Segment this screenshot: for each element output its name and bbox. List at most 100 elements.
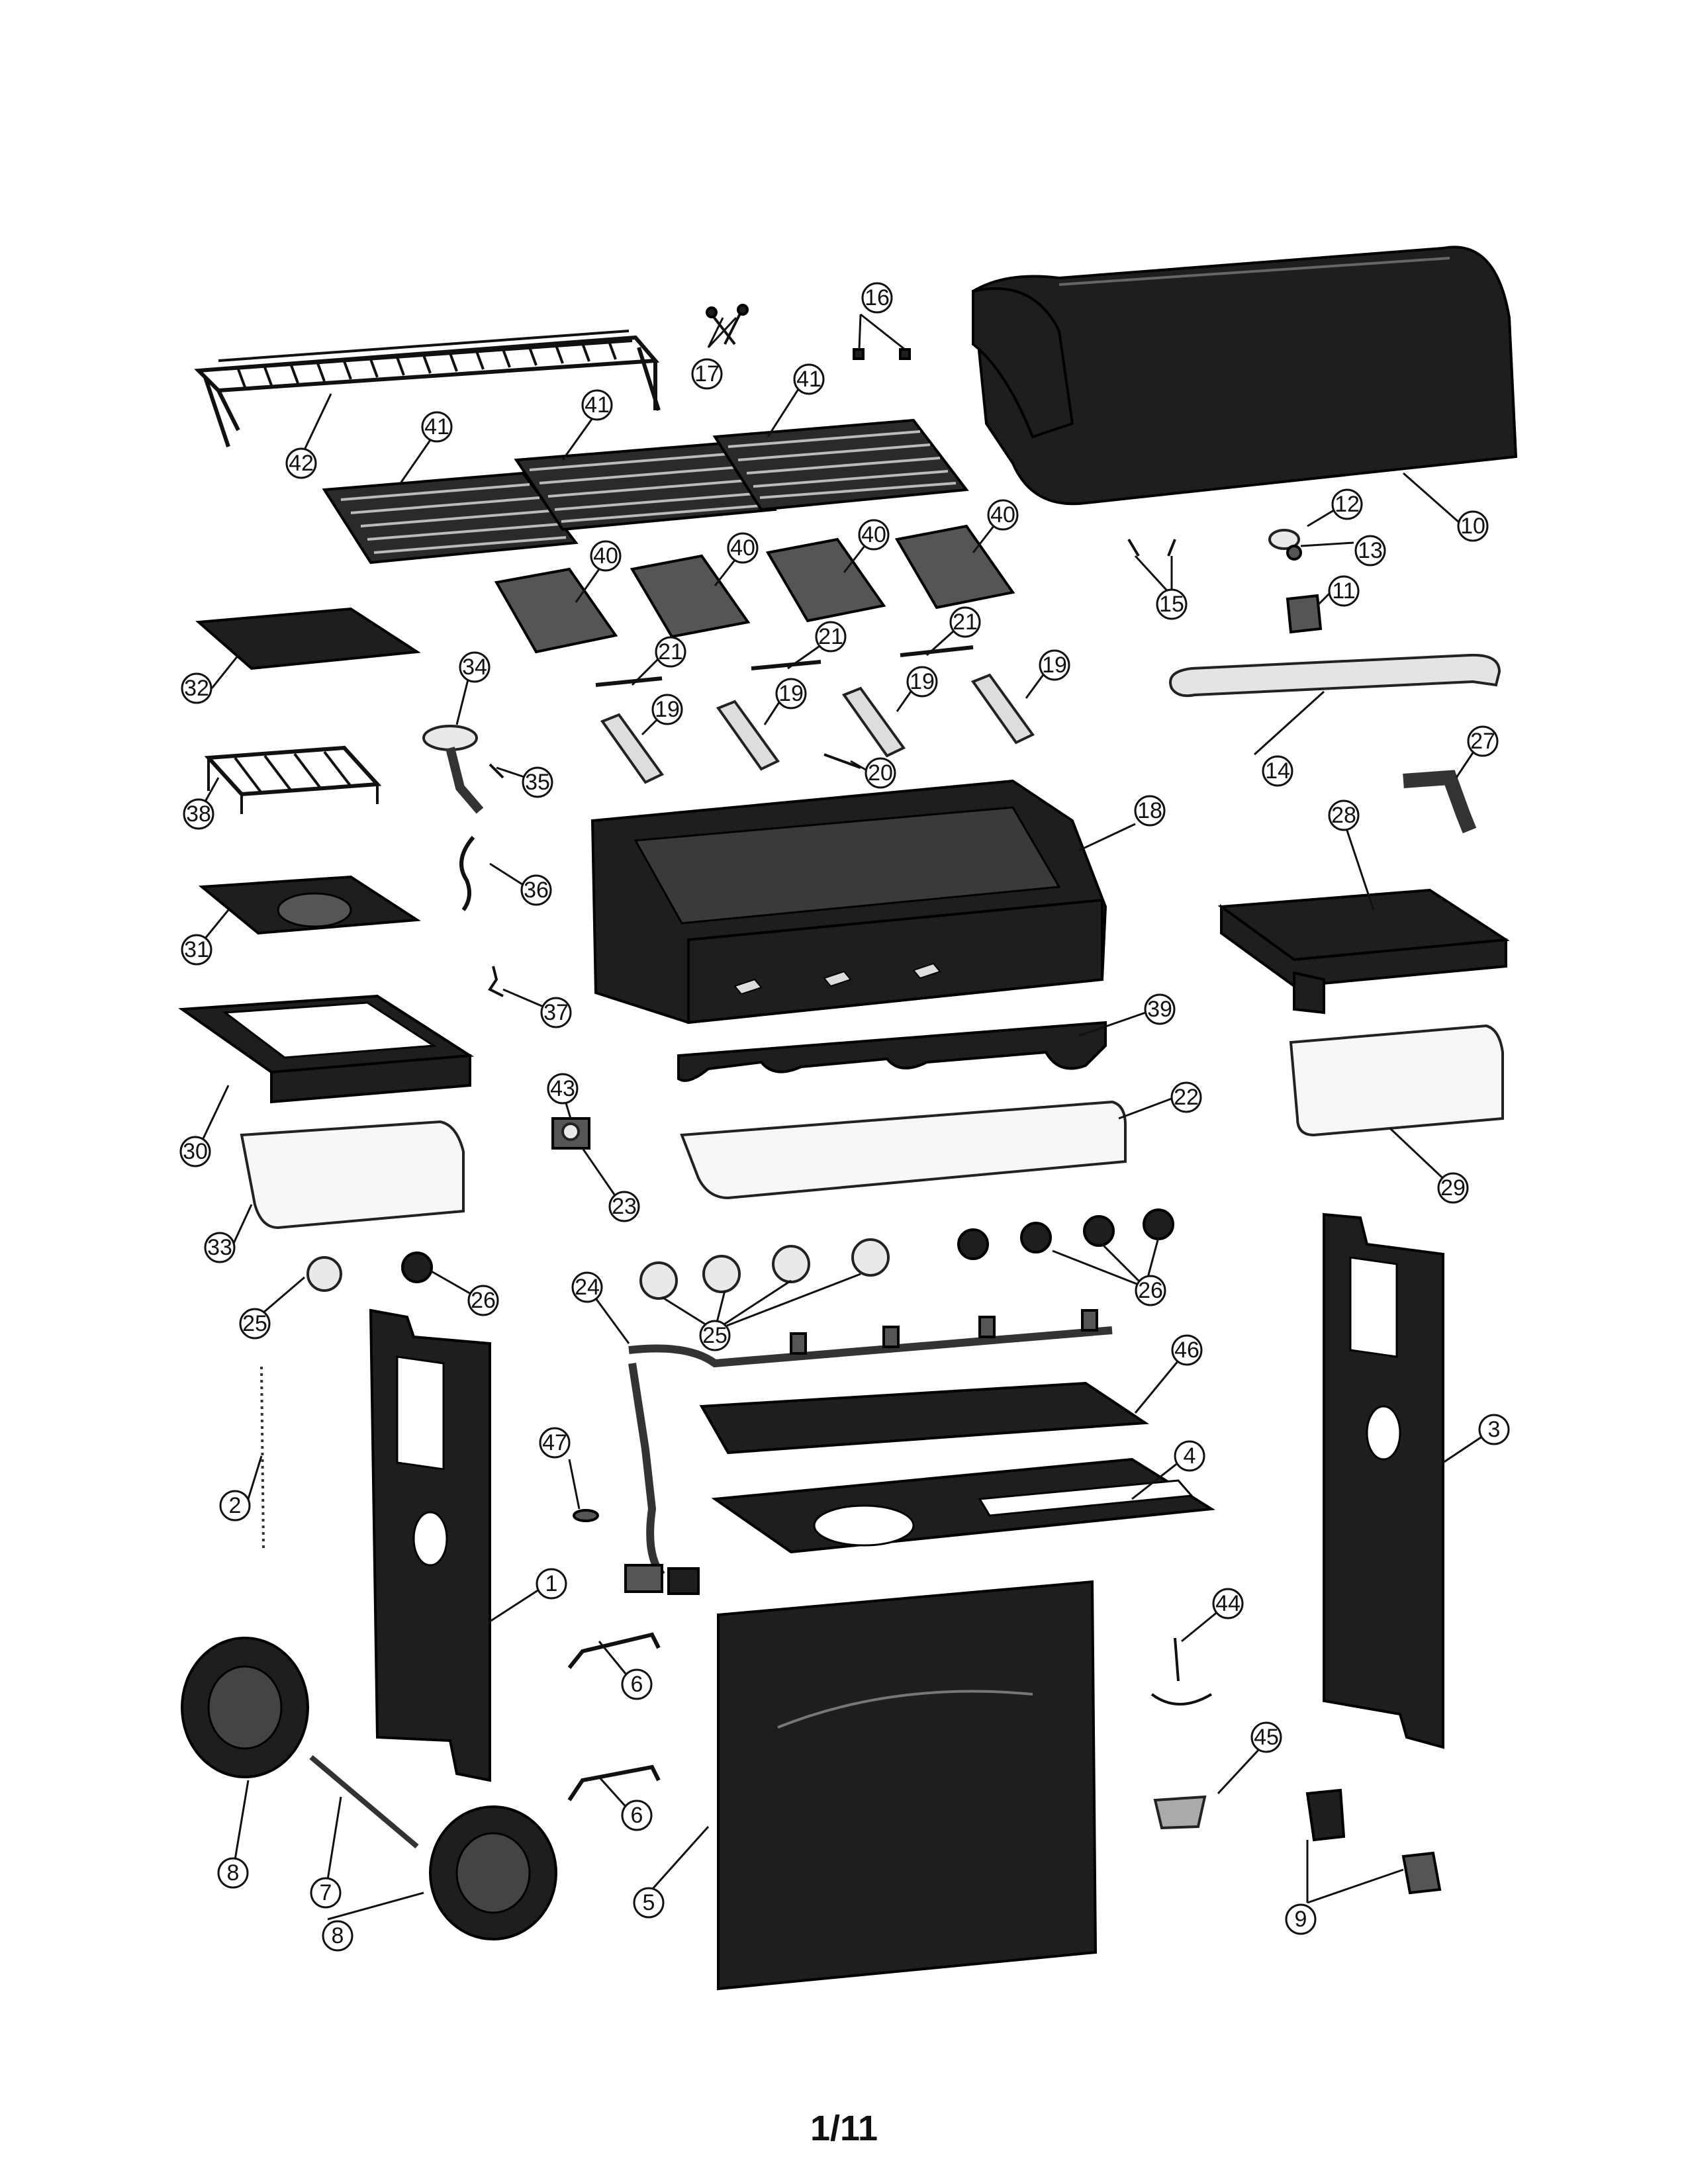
callout-19d: 19 [1039,649,1070,681]
callout-label: 26 [1138,1278,1163,1303]
callout-3: 3 [1478,1414,1510,1445]
callout-27: 27 [1467,725,1499,757]
callout-label: 30 [183,1139,208,1164]
callout-label: 8 [332,1923,344,1948]
firebox-part [590,779,1107,1024]
callout-label: 6 [631,1803,643,1828]
tank-hook-part [1150,1637,1213,1706]
leg-cap-part [1305,1788,1442,1895]
callout-33: 33 [204,1232,236,1263]
leader-lines [197,313,1483,1921]
callout-label: 46 [1174,1338,1199,1363]
lid-part [971,246,1518,506]
callout-label: 25 [702,1323,727,1348]
callout-18: 18 [1134,795,1166,827]
callout-label: 10 [1460,514,1485,539]
callout-label: 6 [631,1672,643,1697]
callout-label: 44 [1215,1591,1241,1616]
callout-5: 5 [633,1887,665,1919]
callout-40b: 40 [727,532,759,564]
callout-label: 33 [207,1235,232,1260]
callout-label: 25 [242,1311,267,1336]
callout-label: 21 [953,610,978,635]
side-burner-tray-part [198,875,421,935]
callout-label: 37 [543,1000,569,1025]
callout-label: 45 [1254,1725,1279,1750]
callout-label: 41 [585,392,610,418]
callout-label: 23 [612,1194,637,1219]
callout-30: 30 [179,1136,211,1167]
crossover-part [823,753,861,769]
screws-part [706,304,749,345]
callout-label: 40 [990,502,1015,527]
callout-label: 43 [550,1076,575,1101]
callout-1: 1 [536,1568,567,1600]
hose-part [459,836,475,911]
callout-label: 19 [1042,653,1067,678]
callout-20: 20 [865,757,896,789]
callout-label: 20 [868,760,893,786]
callout-label: 27 [1470,729,1495,754]
callout-label: 19 [910,669,935,694]
electronic-igniter-part [551,1117,590,1150]
callout-23: 23 [608,1191,640,1222]
callout-6a: 6 [621,1668,653,1700]
callout-47: 47 [539,1427,571,1459]
callout-label: 31 [184,937,209,962]
control-knob-part [401,1251,433,1283]
knob-bezel-part [306,1256,342,1292]
callout-39: 39 [1144,993,1176,1025]
side-burner-lid-part [195,607,421,670]
callout-29: 29 [1437,1172,1469,1204]
igniter-part [1268,529,1302,561]
lid-handle-part [1169,653,1501,698]
callout-label: 32 [184,676,209,701]
grease-tray-part [699,1381,1149,1455]
callout-34: 34 [459,651,491,683]
knob-bezel-part [639,1238,890,1300]
cooking-grate-part [322,418,969,565]
callout-2: 2 [219,1490,251,1522]
callout-24: 24 [571,1271,603,1303]
callout-25b: 25 [699,1320,731,1351]
callout-15: 15 [1156,588,1188,620]
callout-16: 16 [861,282,893,314]
callout-41c: 41 [793,363,825,395]
axle-part [309,1754,419,1849]
callout-42: 42 [285,447,317,479]
callout-label: 15 [1159,592,1184,617]
callout-label: 29 [1440,1175,1466,1201]
callout-label: 21 [818,624,843,649]
wheel-part [181,1637,557,1940]
callout-label: 11 [1332,578,1355,604]
callout-7: 7 [310,1877,342,1909]
callout-32: 32 [181,672,212,704]
callout-8a: 8 [217,1857,249,1889]
callout-label: 22 [1174,1085,1199,1110]
side-control-panel-part [240,1120,465,1230]
right-cart-panel-part [1323,1212,1444,1749]
side-shelf-panel-part [1289,1024,1504,1137]
callout-label: 3 [1488,1417,1501,1442]
callout-label: 2 [229,1493,242,1518]
callout-13: 13 [1354,535,1386,567]
side-burner-grate-part [204,745,382,814]
callout-22: 22 [1170,1081,1202,1113]
gas-manifold-part [624,1309,1113,1595]
side-burner-part [422,725,484,814]
callout-19b: 19 [775,678,807,709]
callout-label: 12 [1335,492,1360,517]
manifold-shield-part [677,1021,1107,1082]
warming-rack-part [194,330,661,447]
wire-clip-part [488,966,504,997]
callout-label: 40 [861,522,886,547]
callout-38: 38 [183,798,214,830]
callout-44: 44 [1212,1588,1244,1619]
grease-cup-part [1153,1795,1207,1830]
callout-4: 4 [1174,1440,1205,1472]
callout-17: 17 [691,358,723,390]
callout-label: 19 [655,697,680,722]
heat-shield-part [494,524,1015,654]
side-shelf-handle-part [1403,770,1477,834]
